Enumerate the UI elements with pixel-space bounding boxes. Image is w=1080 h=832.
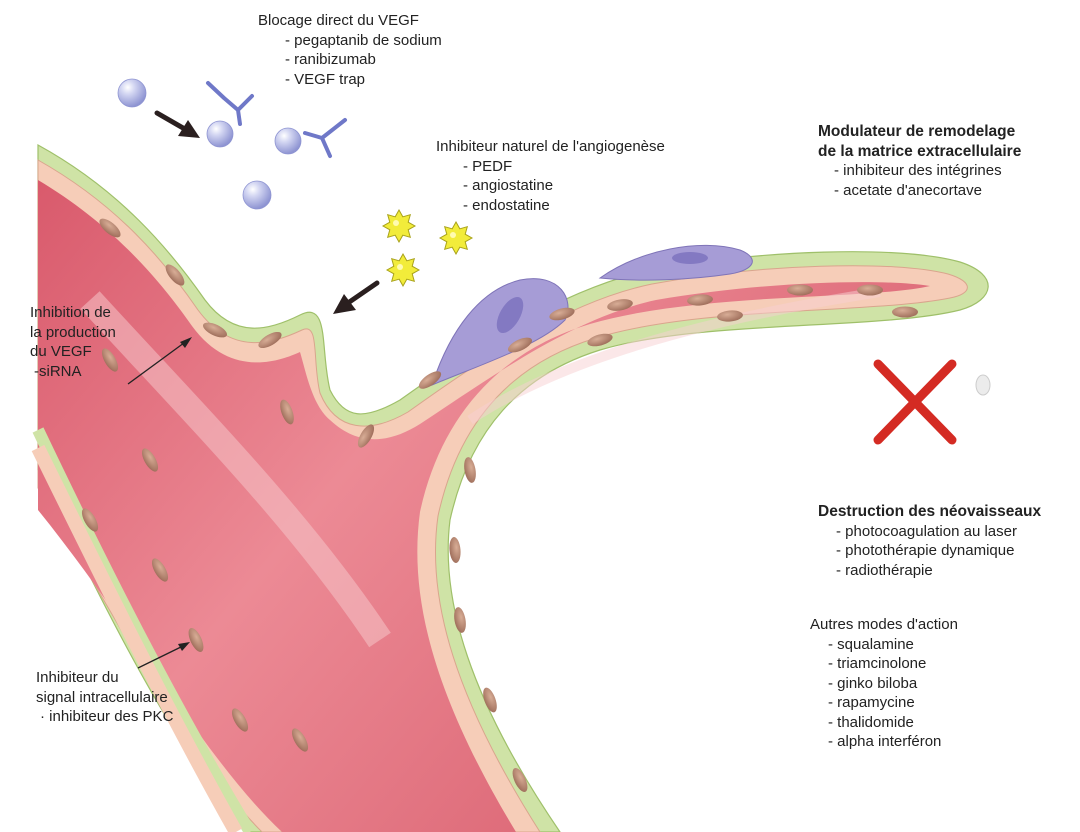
list-item: - acetate d'anecortave [818,181,1021,201]
vegf-molecules [118,79,301,209]
star-molecule-icon [383,210,415,242]
list-item: - ranibizumab [258,50,442,70]
label-title: Destruction des néovaisseaux [818,502,1041,522]
label-vegf-blockade: Blocage direct du VEGF - pegaptanib de s… [258,11,442,89]
antibody-icon [208,83,252,124]
nucleus-icon [892,307,918,318]
label-line: signal intracellulaire [36,688,173,708]
list-item: - rapamycine [810,693,958,713]
vegf-molecule-icon [207,121,233,147]
label-natural-inhibitor: Inhibiteur naturel de l'angiogenèse - PE… [436,137,665,215]
star-highlight [397,264,403,270]
label-neovessel-destruction: Destruction des néovaisseaux - photocoag… [818,502,1041,580]
label-matrix-remodeling: Modulateur de remodelage de la matrice e… [818,122,1021,200]
list-item: - alpha interféron [810,732,958,752]
nucleus-icon [448,537,461,564]
natural-inhibitor-molecules [383,210,472,286]
list-item: - ginko biloba [810,674,958,694]
list-item: - VEGF trap [258,70,442,90]
label-title: de la matrice extracellulaire [818,142,1021,162]
list-item: - inhibiteur des intégrines [818,161,1021,181]
star-molecule-icon [440,222,472,254]
list-item: - pegaptanib de sodium [258,31,442,51]
label-other-modes: Autres modes d'action - squalamine - tri… [810,615,958,752]
nucleus-icon [857,285,883,296]
label-title: Inhibiteur naturel de l'angiogenèse [436,137,665,157]
label-line: Inhibiteur du [36,668,173,688]
label-line: la production [30,323,116,343]
arrow-icon [345,283,377,305]
label-line: du VEGF [30,342,116,362]
label-intracellular-signal: Inhibiteur du signal intracellulaire · i… [36,668,173,727]
list-item: · inhibiteur des PKC [36,707,173,727]
list-item: - angiostatine [436,176,665,196]
list-item: - squalamine [810,635,958,655]
list-item: - photothérapie dynamique [818,541,1041,561]
list-item: - endostatine [436,196,665,216]
list-item: - PEDF [436,157,665,177]
vegf-molecule-icon [118,79,146,107]
cross-mark-icon [878,364,952,440]
star-highlight [450,232,456,238]
star-molecule-icon [387,254,419,286]
nucleus-icon [787,285,813,296]
antibody-icon [305,120,345,156]
star-highlight [393,220,399,226]
list-item: -siRNA [30,362,116,382]
vegf-molecule-icon [275,128,301,154]
list-item: - photocoagulation au laser [818,522,1041,542]
list-item: - radiothérapie [818,561,1041,581]
label-title: Blocage direct du VEGF [258,11,442,31]
list-item: - thalidomide [810,713,958,733]
label-title: Modulateur de remodelage [818,122,1021,142]
label-line: Inhibition de [30,303,116,323]
list-item: - triamcinolone [810,654,958,674]
label-vegf-production: Inhibition de la production du VEGF -siR… [30,303,116,381]
label-title: Autres modes d'action [810,615,958,635]
vegf-molecule-icon [243,181,271,209]
